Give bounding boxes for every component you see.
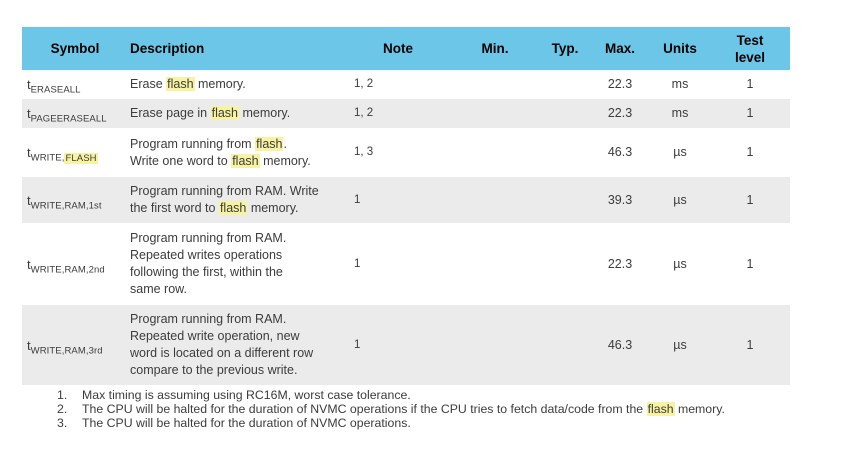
cell-max: 46.3 [607, 145, 633, 159]
footnote-number: 3. [57, 416, 68, 431]
footnotes-list: 1. Max timing is assuming using RC16M, wo… [57, 388, 725, 431]
column-header-test-level: Test level [710, 27, 790, 70]
cell-symbol: tWRITE,RAM,1st [27, 192, 102, 212]
search-highlight: flash [255, 136, 284, 151]
cell-symbol: tWRITE,FLASH [27, 145, 98, 164]
cell-units: µs [673, 256, 687, 271]
cell-units: µs [673, 192, 687, 207]
cell-units: ms [671, 106, 689, 120]
cell-units: µs [673, 337, 687, 352]
cell-symbol: tWRITE,RAM,2nd [27, 256, 105, 276]
cell-note: 1 [354, 257, 361, 270]
search-highlight: flash [231, 153, 260, 168]
column-header-min: Min. [450, 27, 540, 70]
search-highlight: flash [210, 106, 240, 120]
cell-max: 22.3 [607, 77, 633, 91]
cell-typ [540, 99, 590, 128]
search-highlight: flash [646, 402, 675, 417]
cell-description: Erase flash memory. [130, 77, 246, 91]
table-row: tWRITE,RAM,1st Program running from RAM. … [22, 177, 790, 223]
header-row: Symbol Description Note Min. Typ. Max. U… [22, 27, 790, 70]
cell-note: 1 [354, 338, 361, 351]
symbol-subscript: WRITE,FLASH [30, 152, 98, 164]
table-row: tWRITE,RAM,2nd Program running from RAM.R… [22, 223, 790, 305]
table-row: tWRITE,FLASH Program running from flash.W… [22, 128, 790, 177]
table-row: tERASEALL Erase flash memory. 1, 2 22.3 ms 1 [22, 70, 790, 99]
cell-typ [540, 70, 590, 99]
symbol-subscript: ERASEALL [30, 84, 81, 96]
cell-max: 46.3 [607, 337, 633, 352]
cell-max: 22.3 [607, 106, 633, 120]
table-header: Symbol Description Note Min. Typ. Max. U… [22, 27, 790, 70]
footnote: 1. Max timing is assuming using RC16M, wo… [57, 388, 725, 402]
cell-max: 22.3 [607, 256, 633, 271]
column-header-units: Units [650, 27, 710, 70]
cell-test-level: 1 [746, 337, 754, 352]
footnote: 2. The CPU will be halted for the duratio… [57, 402, 725, 417]
footnote-number: 1. [57, 388, 68, 402]
search-highlight: flash [166, 77, 195, 91]
cell-min [450, 99, 540, 128]
cell-min [450, 70, 540, 99]
cell-description: Program running from RAM.Repeated write … [130, 312, 314, 377]
search-highlight: flash [218, 201, 248, 215]
cell-symbol: tWRITE,RAM,3rd [27, 337, 103, 357]
cell-test-level: 1 [746, 106, 754, 120]
cell-symbol: tERASEALL [27, 77, 81, 96]
cell-test-level: 1 [746, 145, 754, 159]
cell-min [450, 177, 540, 223]
column-header-typ: Typ. [540, 27, 590, 70]
symbol-subscript: PAGEERASEALL [30, 113, 107, 125]
cell-note: 1, 2 [354, 107, 374, 119]
cell-description: Erase page in flash memory. [130, 106, 291, 120]
cell-min [450, 128, 540, 177]
cell-description: Program running from flash.Write one wor… [130, 136, 311, 168]
cell-units: µs [673, 145, 687, 159]
cell-note: 1 [354, 193, 361, 206]
symbol-subscript: WRITE,RAM,1st [30, 200, 102, 212]
search-highlight: FLASH [64, 152, 98, 164]
column-header-symbol: Symbol [22, 27, 128, 70]
symbol-subscript: WRITE,RAM,3rd [30, 345, 103, 357]
cell-test-level: 1 [746, 77, 754, 91]
table-row: tPAGEERASEALL Erase page in flash memory.… [22, 99, 790, 128]
footnote-number: 2. [57, 402, 68, 417]
footnote-text: The CPU will be halted for the duration … [82, 402, 725, 417]
footnote: 3. The CPU will be halted for the duratio… [57, 416, 725, 430]
cell-description: Program running from RAM.Repeated writes… [130, 231, 287, 296]
cell-max: 39.3 [607, 192, 633, 207]
symbol-subscript: WRITE,RAM,2nd [30, 264, 105, 276]
column-header-max: Max. [590, 27, 650, 70]
column-header-note: Note [346, 27, 450, 70]
cell-symbol: tPAGEERASEALL [27, 106, 107, 125]
cell-typ [540, 305, 590, 385]
flash-timing-table: Symbol Description Note Min. Typ. Max. U… [22, 27, 790, 385]
table-row: tWRITE,RAM,3rd Program running from RAM.R… [22, 305, 790, 385]
cell-min [450, 223, 540, 305]
cell-typ [540, 128, 590, 177]
cell-note: 1, 2 [354, 78, 374, 90]
footnote-text: Max timing is assuming using RC16M, wors… [82, 388, 411, 402]
cell-note: 1, 3 [354, 146, 374, 158]
cell-test-level: 1 [746, 256, 754, 271]
footnote-text: The CPU will be halted for the duration … [82, 416, 411, 431]
cell-min [450, 305, 540, 385]
cell-test-level: 1 [746, 192, 754, 207]
cell-units: ms [671, 77, 689, 91]
cell-typ [540, 223, 590, 305]
cell-typ [540, 177, 590, 223]
column-header-description: Description [128, 27, 346, 70]
